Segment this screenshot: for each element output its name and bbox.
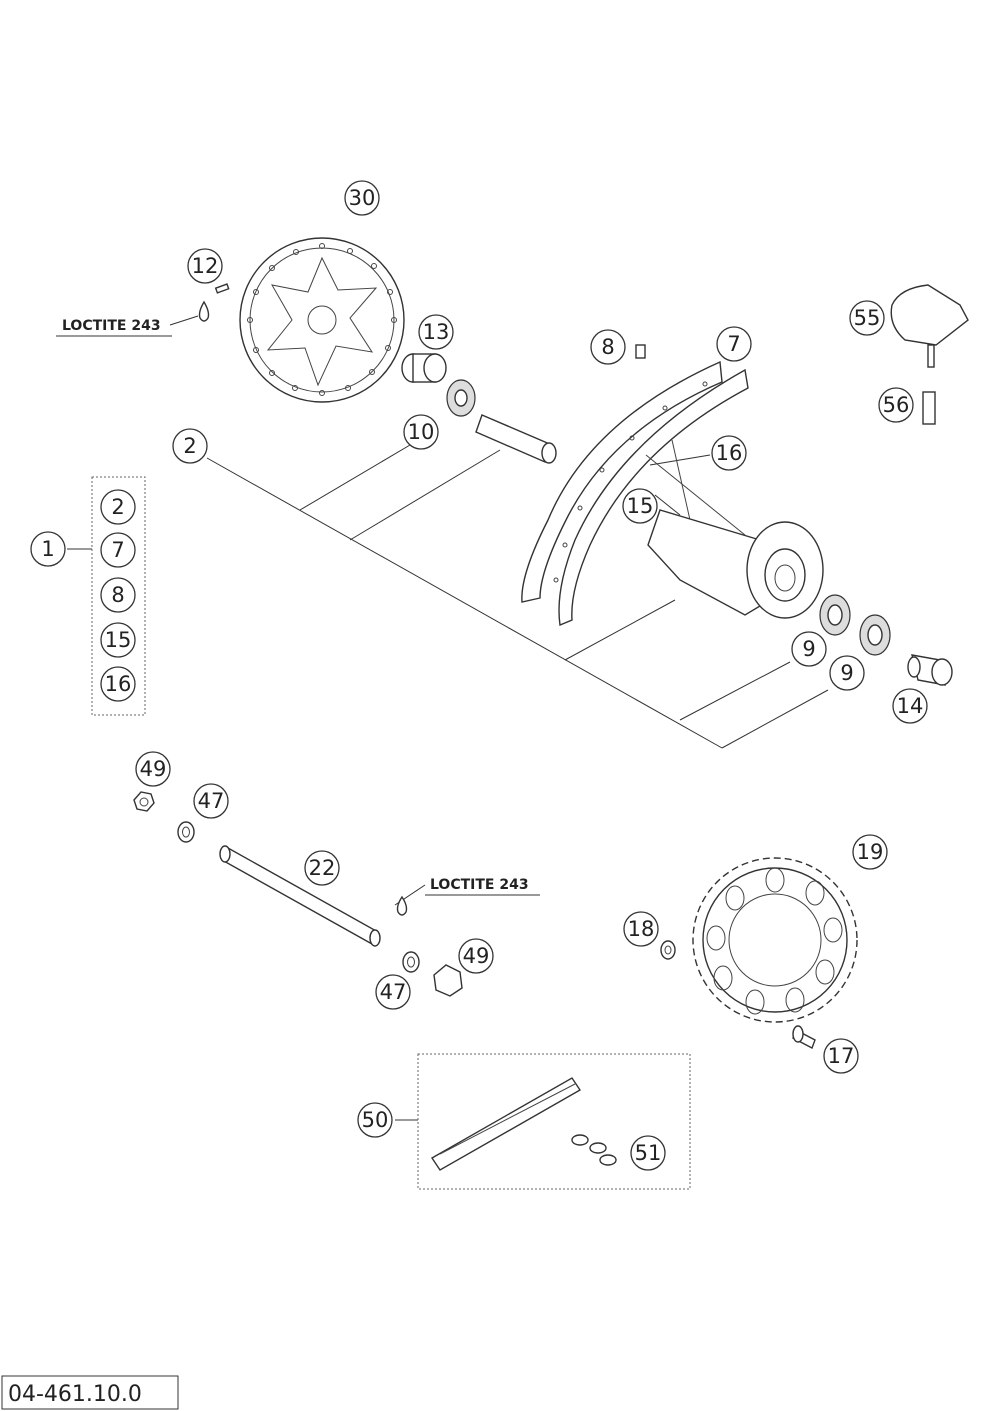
hub-bearings bbox=[819, 594, 953, 686]
wheel-assembly-box bbox=[91, 476, 146, 716]
svg-text:1: 1 bbox=[41, 537, 54, 561]
callout-51: 51 bbox=[630, 1135, 666, 1171]
svg-text:55: 55 bbox=[854, 306, 881, 330]
callout-2: 2 bbox=[172, 428, 208, 464]
brake-disc bbox=[239, 237, 405, 403]
svg-text:14: 14 bbox=[897, 694, 924, 718]
svg-text:16: 16 bbox=[716, 441, 743, 465]
chain bbox=[431, 1077, 581, 1171]
svg-text:2: 2 bbox=[183, 434, 196, 458]
callout-50: 50 bbox=[357, 1102, 393, 1138]
svg-text:9: 9 bbox=[802, 637, 815, 661]
svg-text:16: 16 bbox=[105, 672, 132, 696]
spacer-bearing-tube bbox=[401, 353, 557, 464]
callout-49-right: 49 bbox=[458, 938, 494, 974]
svg-text:8: 8 bbox=[601, 335, 614, 359]
loctite-label-lower: LOCTITE 243 bbox=[425, 877, 540, 896]
svg-text:12: 12 bbox=[192, 254, 219, 278]
disc-screw bbox=[198, 283, 230, 322]
callout-47-left: 47 bbox=[193, 783, 229, 819]
axle bbox=[219, 845, 408, 947]
svg-text:49: 49 bbox=[463, 944, 490, 968]
callout-17: 17 bbox=[823, 1038, 859, 1074]
svg-text:17: 17 bbox=[828, 1044, 855, 1068]
svg-text:LOCTITE 243: LOCTITE 243 bbox=[430, 877, 529, 893]
callout-56: 56 bbox=[878, 387, 914, 423]
rim-holes bbox=[553, 381, 708, 583]
svg-text:56: 56 bbox=[883, 393, 910, 417]
callout-12: 12 bbox=[187, 248, 223, 284]
callout-22: 22 bbox=[304, 850, 340, 886]
callout-15: 15 bbox=[622, 488, 658, 524]
axle-right-parts bbox=[402, 951, 463, 997]
callout-19: 19 bbox=[852, 834, 888, 870]
reference-code: 04-461.10.0 bbox=[1, 1375, 179, 1410]
svg-text:49: 49 bbox=[140, 757, 167, 781]
callout-group-16: 16 bbox=[100, 666, 136, 702]
callout-group-15: 15 bbox=[100, 622, 136, 658]
callout-13: 13 bbox=[418, 314, 454, 350]
svg-text:2: 2 bbox=[111, 495, 124, 519]
sprocket bbox=[692, 857, 858, 1023]
svg-text:47: 47 bbox=[198, 789, 225, 813]
callout-group-2: 2 bbox=[100, 489, 136, 525]
disc-holes bbox=[247, 243, 397, 396]
svg-text:50: 50 bbox=[362, 1108, 389, 1132]
callout-group-7: 7 bbox=[100, 532, 136, 568]
svg-text:47: 47 bbox=[380, 980, 407, 1004]
callout-16: 16 bbox=[711, 435, 747, 471]
callout-8: 8 bbox=[590, 329, 626, 365]
callout-18: 18 bbox=[623, 911, 659, 947]
callout-30: 30 bbox=[344, 180, 380, 216]
callout-group-8: 8 bbox=[100, 577, 136, 613]
callout-10: 10 bbox=[403, 414, 439, 450]
svg-text:19: 19 bbox=[857, 840, 884, 864]
callout-1: 1 bbox=[30, 531, 66, 567]
callout-9-upper: 9 bbox=[791, 631, 827, 667]
loctite-label-upper: LOCTITE 243 bbox=[56, 318, 172, 337]
svg-text:13: 13 bbox=[423, 320, 450, 344]
svg-text:51: 51 bbox=[635, 1141, 662, 1165]
callout-55: 55 bbox=[849, 300, 885, 336]
callout-7: 7 bbox=[716, 326, 752, 362]
callout-14: 14 bbox=[892, 688, 928, 724]
axle-left-parts bbox=[133, 791, 195, 843]
svg-text:30: 30 bbox=[349, 186, 376, 210]
spoke-nipple bbox=[635, 344, 646, 359]
svg-text:8: 8 bbox=[111, 583, 124, 607]
valve-parts bbox=[890, 284, 969, 425]
leader-lines bbox=[67, 315, 829, 1121]
svg-text:LOCTITE 243: LOCTITE 243 bbox=[62, 318, 161, 334]
svg-text:15: 15 bbox=[105, 628, 132, 652]
callout-9-lower: 9 bbox=[829, 655, 865, 691]
svg-text:18: 18 bbox=[628, 917, 655, 941]
sprocket-fasteners bbox=[660, 940, 816, 1049]
svg-text:9: 9 bbox=[840, 661, 853, 685]
svg-text:7: 7 bbox=[727, 332, 740, 356]
sprocket-holes bbox=[706, 867, 843, 1015]
hub bbox=[645, 439, 824, 619]
callout-47-right: 47 bbox=[375, 974, 411, 1010]
svg-text:10: 10 bbox=[408, 420, 435, 444]
callout-49-left: 49 bbox=[135, 751, 171, 787]
svg-text:04-461.10.0: 04-461.10.0 bbox=[8, 1382, 142, 1407]
svg-text:22: 22 bbox=[309, 856, 336, 880]
svg-text:15: 15 bbox=[627, 494, 654, 518]
svg-text:7: 7 bbox=[111, 538, 124, 562]
chain-kit-box bbox=[417, 1053, 691, 1190]
chain-link bbox=[571, 1134, 617, 1166]
